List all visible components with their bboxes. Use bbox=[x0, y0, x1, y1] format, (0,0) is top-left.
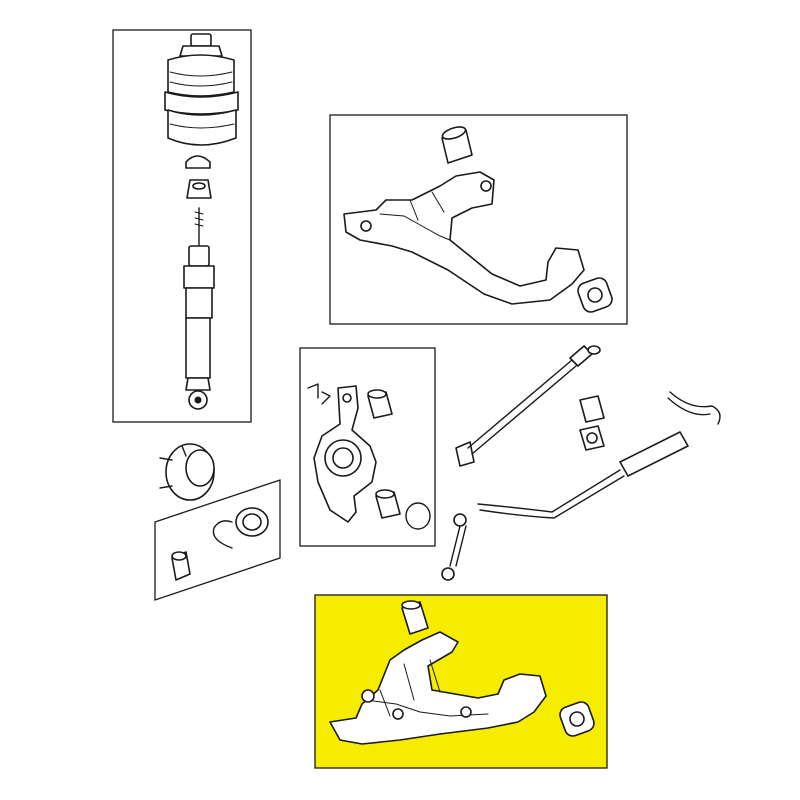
upper-arm-rear-bushing[interactable] bbox=[576, 276, 614, 314]
stabilizer-bar[interactable] bbox=[477, 431, 689, 519]
hub-nut[interactable] bbox=[171, 551, 191, 581]
lower-arm-bushing-rear[interactable] bbox=[558, 700, 596, 738]
tie-rod[interactable] bbox=[455, 345, 601, 467]
stabilizer-bar-rear[interactable] bbox=[667, 391, 721, 425]
wheel-bearing[interactable] bbox=[235, 507, 269, 537]
stabilizer-link[interactable] bbox=[441, 513, 467, 581]
knuckle-bushing-lower[interactable] bbox=[375, 489, 401, 519]
snap-ring[interactable] bbox=[212, 520, 233, 549]
knuckle-group-box bbox=[299, 347, 436, 547]
lower-control-arm[interactable] bbox=[329, 631, 547, 745]
strut-bumper[interactable] bbox=[186, 179, 212, 199]
shock-absorber[interactable] bbox=[183, 207, 215, 410]
wheel-hub[interactable] bbox=[159, 443, 215, 501]
stabilizer-bushing[interactable] bbox=[579, 395, 605, 451]
air-spring-bellows[interactable] bbox=[164, 33, 239, 146]
lower-arm-bushing-front[interactable] bbox=[401, 600, 429, 635]
upper-control-arm[interactable] bbox=[343, 171, 585, 305]
air-strut-group-box bbox=[112, 29, 252, 423]
knuckle-snap-ring[interactable] bbox=[405, 502, 431, 530]
knuckle-clip[interactable] bbox=[307, 383, 331, 405]
knuckle-bushing-upper[interactable] bbox=[367, 389, 393, 419]
upper-mount-nut[interactable] bbox=[185, 155, 211, 169]
hub-bearing-group-box bbox=[154, 479, 281, 601]
steering-knuckle[interactable] bbox=[313, 385, 377, 523]
upper-control-arm-group-box bbox=[329, 114, 628, 325]
upper-arm-bushing[interactable] bbox=[441, 125, 473, 164]
